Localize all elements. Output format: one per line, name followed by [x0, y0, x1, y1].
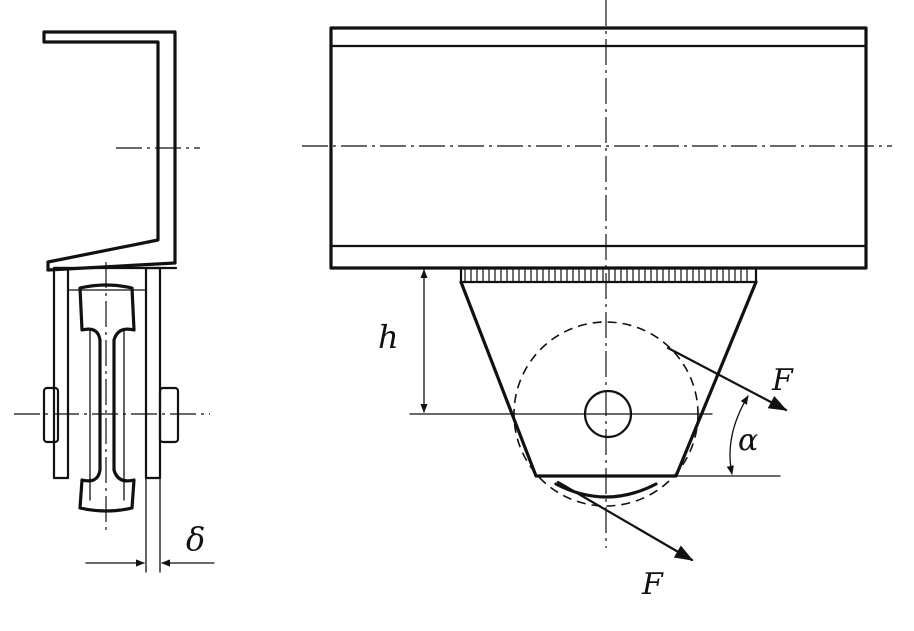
force-arrow-upper — [666, 346, 788, 412]
bracket-trapezoid — [459, 280, 758, 478]
force-label-lower: F — [641, 567, 664, 602]
axle-nut-right — [158, 386, 180, 444]
force-arrow-lower — [556, 480, 694, 562]
wheel-visible-arc — [554, 482, 658, 499]
weld-seam — [459, 266, 758, 284]
alpha-label: α — [738, 423, 758, 458]
right-side-plate — [144, 266, 162, 480]
delta-label: δ — [186, 520, 205, 558]
rail-beam — [329, 26, 868, 270]
alpha-arc — [726, 395, 749, 475]
force-label-upper: F — [771, 363, 794, 398]
channel-profile — [42, 30, 177, 272]
weld-hatching — [464, 269, 748, 281]
left-side-plate — [52, 266, 70, 480]
axle-nut-left — [42, 386, 60, 444]
grooved-wheel — [78, 283, 136, 513]
front-view: h F α F — [302, 0, 892, 602]
side-view: δ — [14, 30, 215, 573]
h-label: h — [378, 318, 399, 356]
